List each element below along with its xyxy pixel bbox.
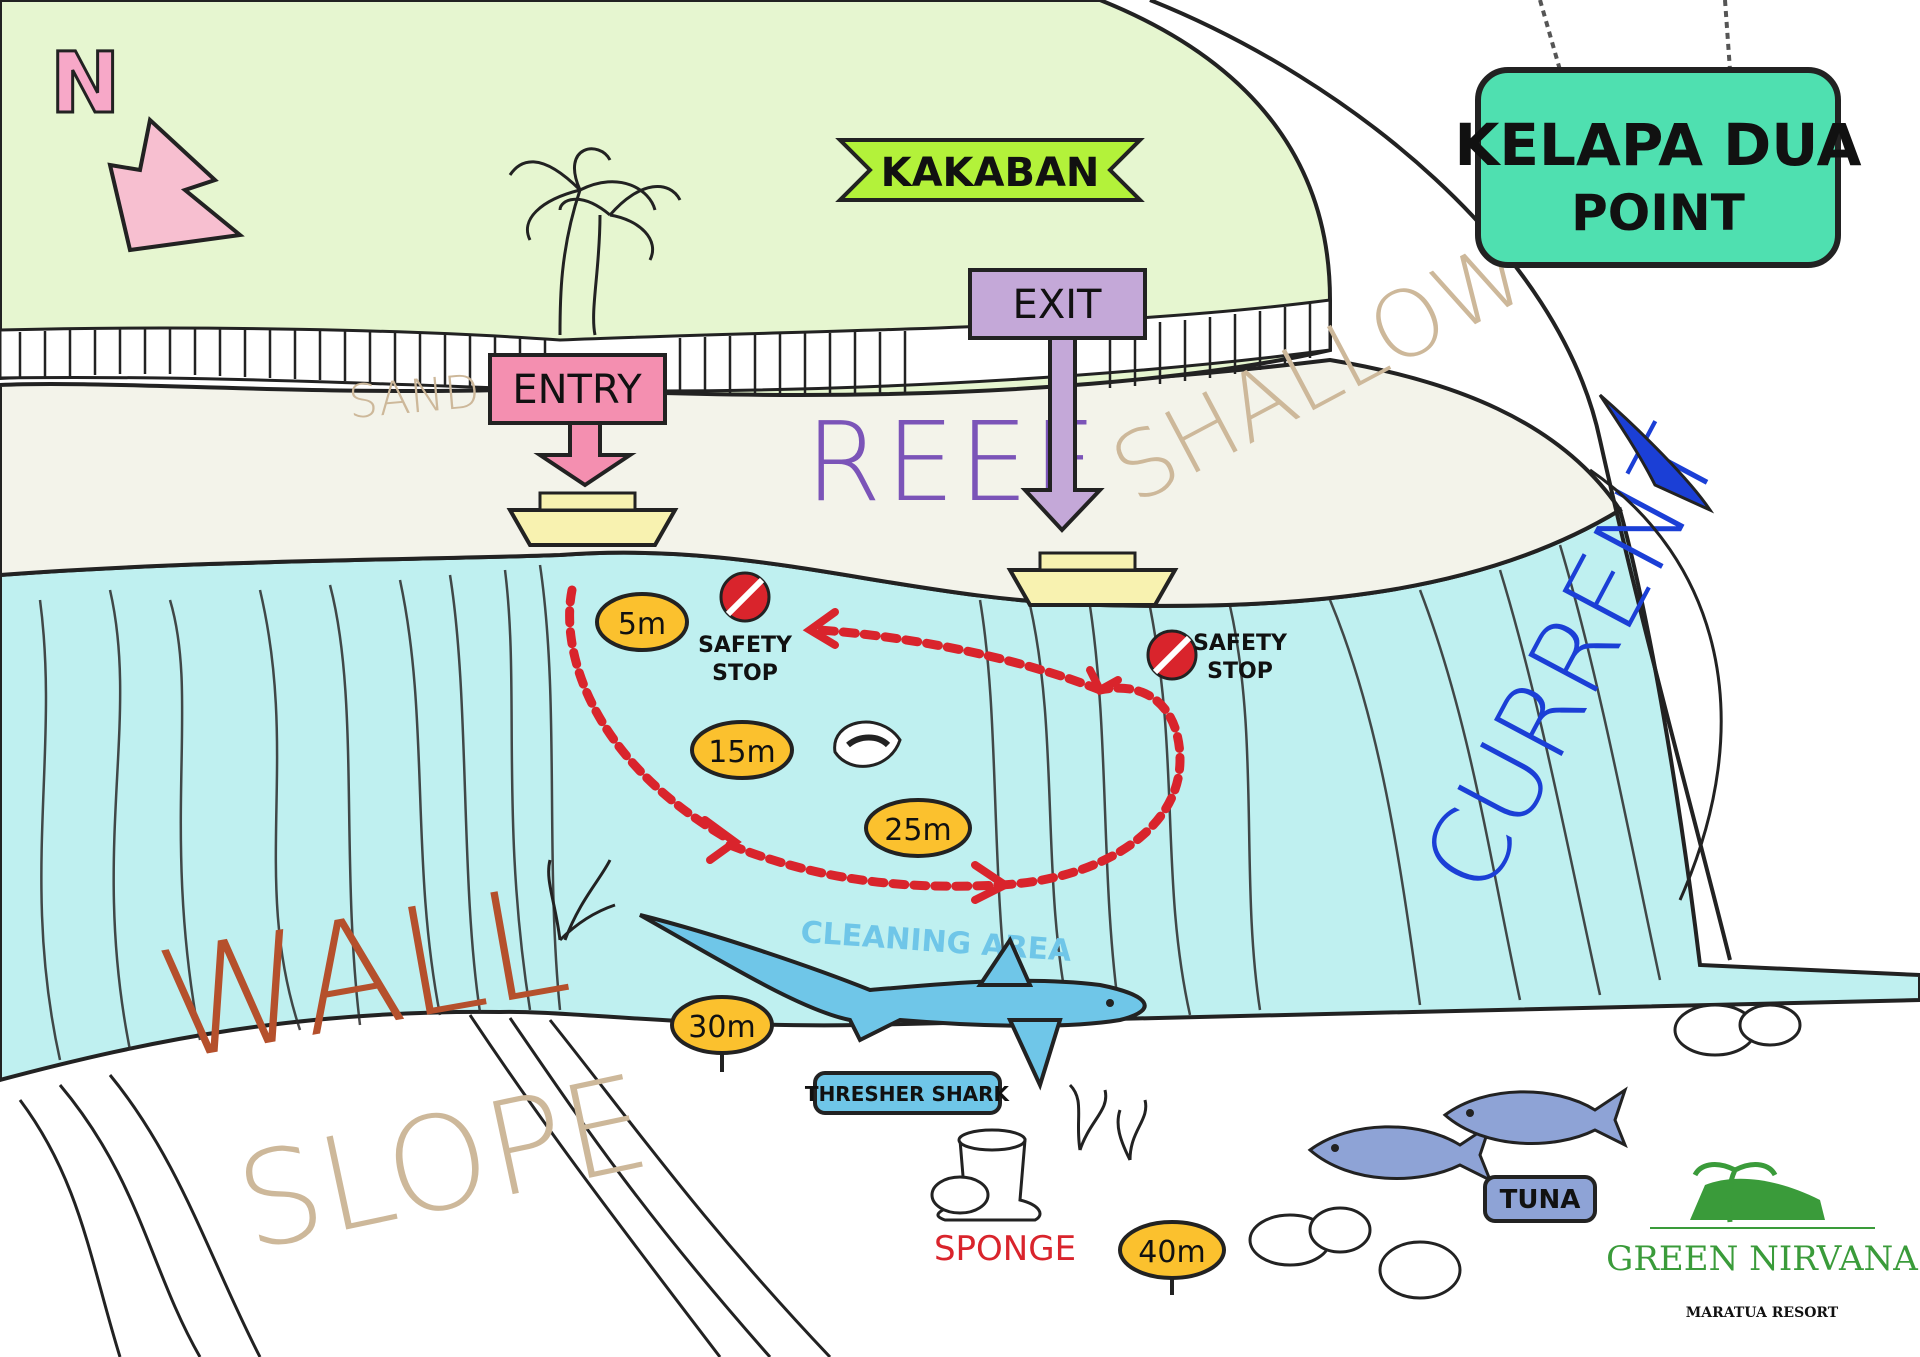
safety-stop-line2: STOP: [712, 661, 778, 686]
title-sign: KELAPA DUA POINT: [1454, 0, 1862, 268]
rock-icon: [930, 1003, 1802, 1300]
brand-palm-icon: [1690, 1178, 1825, 1220]
sponge-icon: [936, 1128, 1042, 1222]
depth-label: 5m: [618, 607, 666, 642]
depth-marker-5m: 5m: [595, 592, 689, 652]
coral-icon: [1068, 1083, 1148, 1161]
current-flow-line: [1589, 468, 1723, 901]
exit-sign: EXIT: [968, 268, 1147, 533]
exit-label: EXIT: [1013, 282, 1102, 328]
dive-route: [565, 585, 1185, 891]
palm-tree-icon: [508, 147, 682, 336]
compass-label: N: [50, 34, 120, 132]
title-line2: POINT: [1571, 184, 1745, 242]
brand-name: GREEN NIRVANA: [1606, 1239, 1918, 1279]
depth-label: 30m: [688, 1010, 755, 1045]
depth-marker-15m: 15m: [690, 720, 794, 780]
entry-sign-board: [488, 353, 667, 425]
tuna-fish-icon: [1442, 1086, 1628, 1149]
label-sand: SAND: [346, 364, 482, 429]
depth-marker-40m: 40m: [1118, 1220, 1226, 1295]
seaweed-icon: [547, 859, 616, 942]
title-sign-board: [1475, 67, 1841, 268]
compass: N: [49, 33, 245, 253]
entry-label: ENTRY: [512, 367, 642, 413]
thresher-shark-text: THRESHER SHARK: [805, 1082, 1011, 1106]
island-banner: KAKABAN: [835, 138, 1145, 202]
boat-icon: [1006, 551, 1179, 607]
island-cliff: [0, 298, 1332, 393]
depth-label: 15m: [708, 735, 775, 770]
coastline-curve: [1149, 0, 1732, 961]
title-line1: KELAPA DUA: [1454, 111, 1861, 179]
depth-label: 25m: [884, 813, 951, 848]
brand-subtitle: MARATUA RESORT: [1686, 1305, 1839, 1321]
sign-rope-right: [1723, 0, 1732, 71]
boat-icon: [506, 491, 679, 547]
safety-stop-1: SAFETY STOP: [698, 571, 793, 686]
safety-stop-line2: STOP: [1207, 659, 1273, 684]
north-arrow-icon: [107, 116, 245, 253]
slope-lines: [18, 1014, 832, 1357]
wall-striations: [38, 544, 1662, 1061]
island-name: KAKABAN: [881, 150, 1100, 196]
tuna-text: TUNA: [1500, 1185, 1581, 1215]
depth-label: 40m: [1138, 1235, 1205, 1270]
safety-stop-2: SAFETY STOP: [1146, 629, 1288, 684]
current-arrow-icon: [1598, 393, 1715, 514]
sign-rope-left: [1538, 0, 1562, 71]
safety-stop-line1: SAFETY: [1193, 631, 1288, 656]
depth-marker-30m: 30m: [670, 995, 774, 1072]
thresher-shark-label: THRESHER SHARK: [805, 1071, 1011, 1115]
clam-icon: [833, 720, 902, 768]
brand-logo: GREEN NIRVANA MARATUA RESORT: [1606, 1162, 1918, 1321]
exit-arrow-icon: [1020, 336, 1105, 533]
entry-sign: ENTRY: [488, 353, 667, 488]
shark-icon: [639, 913, 1147, 1091]
sponge-label: SPONGE: [934, 1229, 1076, 1269]
entry-arrow-icon: [533, 421, 637, 488]
depth-marker-25m: 25m: [864, 798, 972, 858]
route-arrowheads: [701, 608, 1122, 904]
safety-stop-line1: SAFETY: [698, 633, 793, 658]
island-banner-ribbon: [835, 138, 1145, 202]
tuna-fish-icon: [1307, 1121, 1493, 1184]
tuna-label: TUNA: [1483, 1175, 1597, 1223]
